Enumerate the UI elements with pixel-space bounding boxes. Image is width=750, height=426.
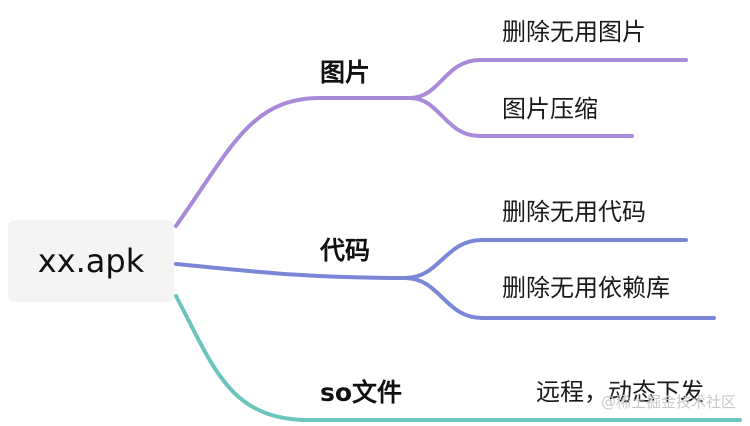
connector-code [174,262,407,280]
root-node[interactable]: xx.apk [8,220,174,302]
leaf-delete-unused-dependencies[interactable]: 删除无用依赖库 [502,274,670,302]
leaf-image-compression[interactable]: 图片压缩 [502,95,598,123]
connector-images-leaf-2 [408,96,634,138]
branch-code-label[interactable]: 代码 [320,236,371,265]
branch-so-label[interactable]: so文件 [320,378,403,407]
connector-so [174,294,742,422]
connector-code-leaf-1 [403,238,688,280]
watermark: @稀土掘金技术社区 [600,393,736,411]
connector-images [174,96,412,228]
root-label: xx.apk [37,242,145,280]
branch-images-label[interactable]: 图片 [320,58,371,87]
leaf-delete-unused-images[interactable]: 删除无用图片 [502,18,646,46]
leaf-remote-dynamic-delivery[interactable]: 远程，动态下发 [536,378,704,406]
leaf-delete-unused-code[interactable]: 删除无用代码 [502,198,646,226]
connector-images-leaf-1 [408,58,688,100]
connector-code-leaf-2 [403,276,716,320]
